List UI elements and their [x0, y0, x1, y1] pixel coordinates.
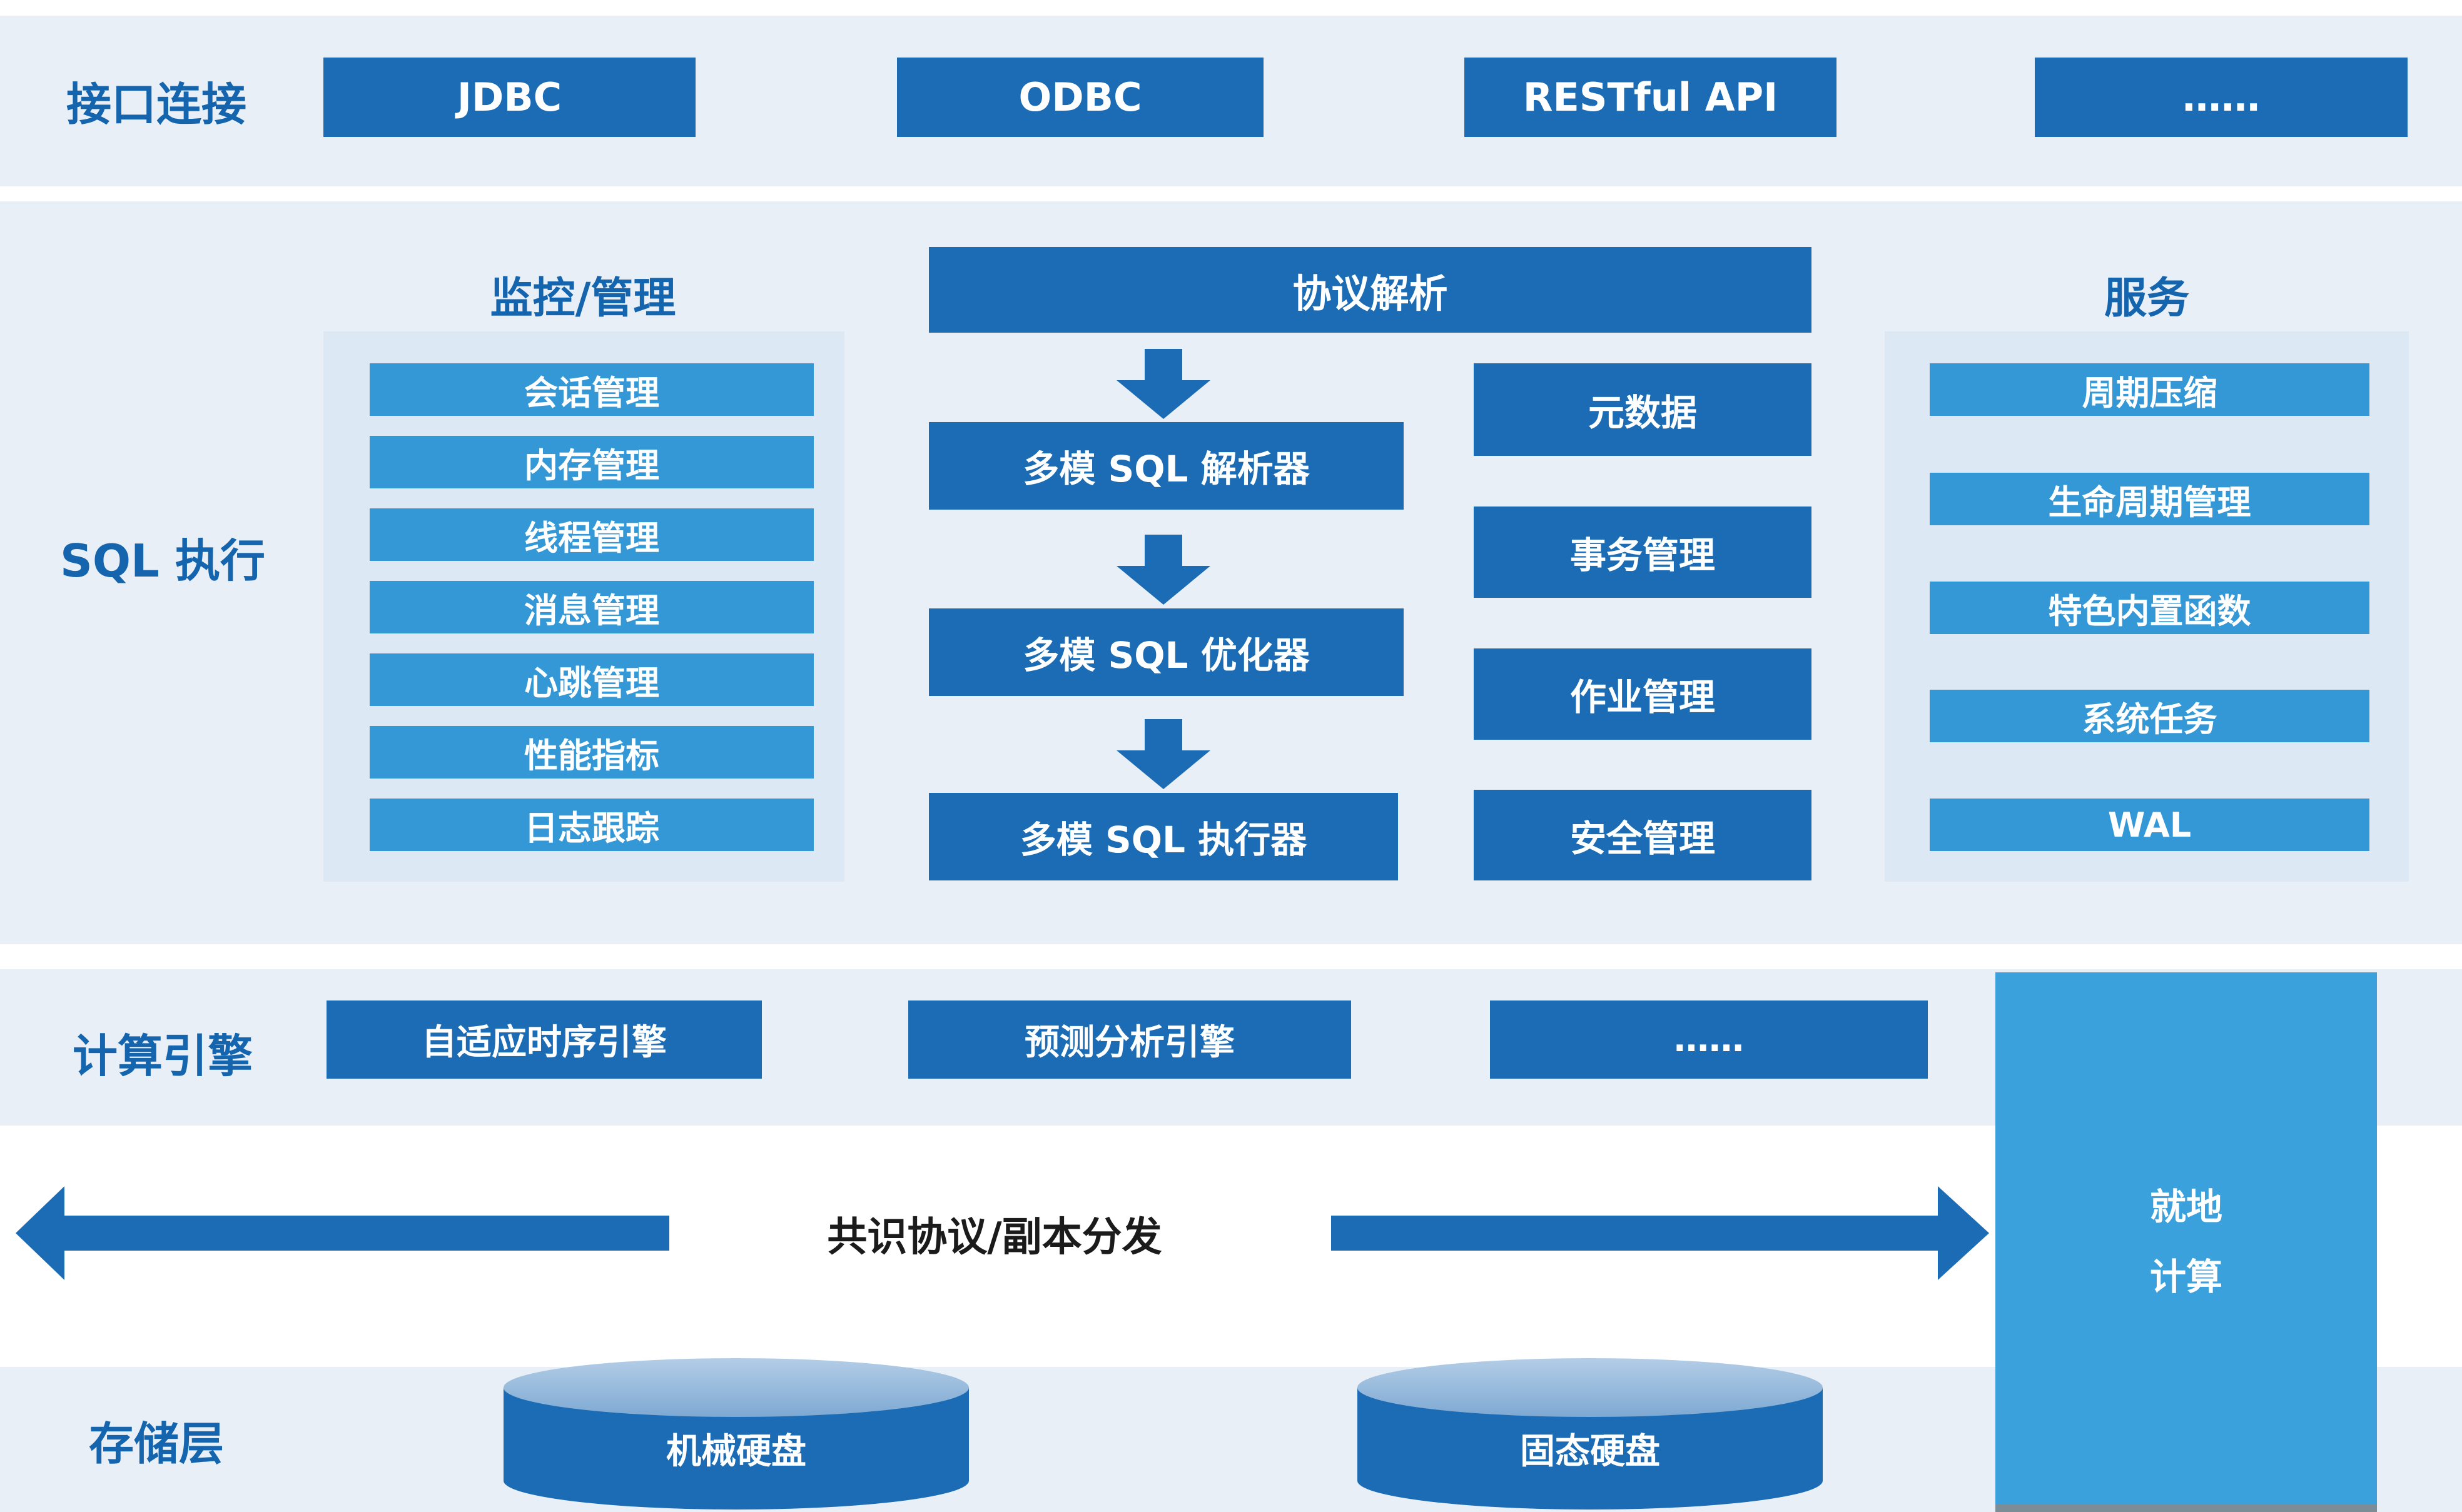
- down-arrow-icon: [1117, 535, 1210, 605]
- monitor-title: 监控/管理: [490, 273, 676, 323]
- job-management-box: 作业管理: [1474, 648, 1811, 740]
- monitor-item-session: 会话管理: [370, 363, 814, 416]
- monitor-item-memory: 内存管理: [370, 436, 814, 488]
- inplace-compute-line2: 计算: [2149, 1255, 2222, 1298]
- right-arrow-body: [1331, 1216, 1939, 1251]
- transaction-box: 事务管理: [1474, 507, 1811, 598]
- sql-executor-box: 多模 SQL 执行器: [929, 793, 1398, 880]
- service-item-compaction: 周期压缩: [1930, 363, 2369, 416]
- right-arrow-head: [1938, 1186, 1989, 1280]
- down-arrow-icon: [1117, 349, 1210, 419]
- compute-more-box: ……: [1490, 1000, 1928, 1079]
- left-arrow-icon: [16, 1186, 669, 1280]
- down-arrow-head: [1117, 380, 1210, 419]
- metadata-box: 元数据: [1474, 363, 1811, 456]
- monitor-item-metrics: 性能指标: [370, 726, 814, 779]
- right-arrow-icon: [1331, 1186, 1989, 1280]
- hdd-label: 机械硬盘: [666, 1431, 806, 1472]
- hdd-cylinder-top: [504, 1358, 969, 1417]
- protocol-parse-box: 协议解析: [929, 247, 1811, 333]
- sql-optimizer-box: 多模 SQL 优化器: [929, 608, 1404, 696]
- ssd-label: 固态硬盘: [1520, 1431, 1660, 1472]
- interface-box-jdbc: JDBC: [323, 58, 696, 137]
- service-item-lifecycle: 生命周期管理: [1930, 473, 2369, 525]
- sql-layer-label: SQL 执行: [59, 534, 265, 587]
- adaptive-timeseries-engine-box: 自适应时序引擎: [327, 1000, 762, 1079]
- ssd-cylinder: 固态硬盘: [1357, 1358, 1823, 1509]
- left-arrow-body: [63, 1216, 669, 1251]
- inplace-compute-line1: 就地: [2149, 1185, 2222, 1228]
- consensus-label: 共识协议/副本分发: [827, 1214, 1162, 1261]
- interface-box-restful-api: RESTful API: [1464, 58, 1836, 137]
- ssd-cylinder-top: [1357, 1358, 1823, 1417]
- service-item-wal: WAL: [1930, 799, 2369, 851]
- inplace-compute-box: 就地 计算: [1995, 972, 2377, 1512]
- down-arrow-stem: [1145, 719, 1182, 752]
- interface-box-odbc: ODBC: [897, 58, 1264, 137]
- service-item-system-tasks: 系统任务: [1930, 690, 2369, 742]
- down-arrow-head: [1117, 566, 1210, 605]
- down-arrow-head: [1117, 750, 1210, 789]
- monitor-item-heartbeat: 心跳管理: [370, 653, 814, 706]
- down-arrow-stem: [1145, 349, 1182, 381]
- services-title: 服务: [2104, 273, 2189, 323]
- monitor-item-logtrace: 日志跟踪: [370, 799, 814, 851]
- storage-layer-label: 存储层: [88, 1417, 224, 1470]
- down-arrow-icon: [1117, 719, 1210, 789]
- compute-layer-label: 计算引擎: [72, 1029, 253, 1082]
- monitor-item-message: 消息管理: [370, 581, 814, 633]
- interface-layer-label: 接口连接: [66, 78, 246, 131]
- monitor-item-thread: 线程管理: [370, 508, 814, 561]
- security-box: 安全管理: [1474, 790, 1811, 880]
- hdd-cylinder: 机械硬盘: [504, 1358, 969, 1509]
- predictive-analysis-engine-box: 预测分析引擎: [908, 1000, 1351, 1079]
- service-item-builtin-functions: 特色内置函数: [1930, 582, 2369, 634]
- sql-parser-box: 多模 SQL 解析器: [929, 422, 1404, 510]
- interface-box-more: ……: [2035, 58, 2408, 137]
- left-arrow-head: [16, 1186, 64, 1280]
- down-arrow-stem: [1145, 535, 1182, 567]
